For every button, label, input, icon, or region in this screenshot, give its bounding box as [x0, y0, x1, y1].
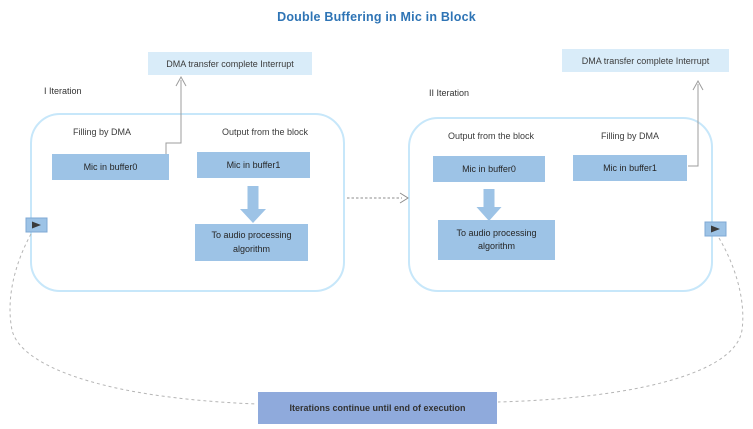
iteration2-filling-label: Filling by DMA	[600, 131, 659, 141]
iteration2-processing-box: To audio processing algorithm	[438, 220, 555, 260]
iteration1-processing-box: To audio processing algorithm	[195, 224, 308, 261]
iteration1-filling-label: Filling by DMA	[72, 127, 131, 137]
iteration1-container	[30, 113, 345, 292]
iteration2-buffer1-box: Mic in buffer1	[573, 155, 687, 181]
iteration2-buffer0-box: Mic in buffer0	[433, 156, 545, 182]
iteration1-label: I Iteration	[44, 86, 82, 96]
iteration2-container	[408, 117, 713, 292]
iterations-continue-box: Iterations continue until end of executi…	[258, 392, 497, 424]
iteration-transition-arrow	[347, 192, 409, 204]
iteration1-output-label: Output from the block	[221, 127, 309, 137]
iteration1-buffer0-box: Mic in buffer0	[52, 154, 169, 180]
dma-interrupt-box-iteration1: DMA transfer complete Interrupt	[148, 52, 312, 75]
iteration1-buffer1-box: Mic in buffer1	[197, 152, 310, 178]
page-title: Double Buffering in Mic in Block	[277, 10, 476, 24]
dma-interrupt-box-iteration2: DMA transfer complete Interrupt	[562, 49, 729, 72]
iteration2-output-label: Output from the block	[447, 131, 535, 141]
iteration2-label: II Iteration	[429, 88, 470, 98]
